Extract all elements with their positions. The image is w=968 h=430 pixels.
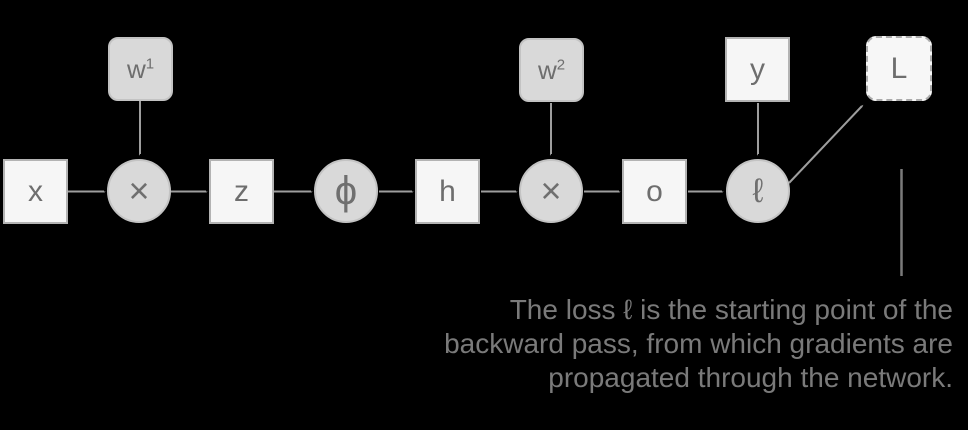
caption-line: The loss ℓ is the starting point of the [509,294,953,325]
node-y-label: y [750,52,765,86]
node-multiply-1: × [107,159,171,223]
node-w2-label: w2 [537,54,566,85]
node-o: o [622,159,687,224]
multiply-icon: × [540,170,562,211]
edge-loss-L [788,106,862,184]
node-loss: ℓ [726,159,790,223]
node-x-label: x [28,174,43,208]
phi-icon: ϕ [334,168,358,213]
node-z: z [209,159,274,224]
node-y: y [725,37,790,102]
node-w2: w2 [519,38,584,102]
node-w1: w1 [108,37,173,101]
caption-line: backward pass, from which gradients are [444,328,953,359]
node-h-label: h [439,174,456,208]
node-z-label: z [234,174,249,208]
multiply-icon: × [128,170,150,211]
node-phi: ϕ [314,159,378,223]
node-w1-label: w1 [126,53,155,84]
node-o-label: o [646,174,663,208]
node-total-loss-L: L [866,36,932,101]
node-x: x [3,159,68,224]
node-h: h [415,159,480,224]
loss-ell-label: ℓ [752,171,764,210]
node-multiply-2: × [519,159,583,223]
caption: The loss ℓ is the starting point of the … [433,293,953,395]
caption-line: propagated through the network. [548,362,953,393]
node-L-label: L [890,51,908,85]
